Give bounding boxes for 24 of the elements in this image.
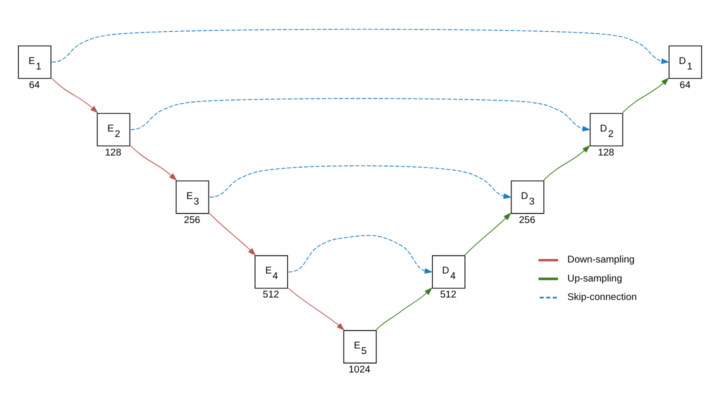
arrow [288, 288, 345, 331]
node-label: 64 [28, 80, 40, 91]
arrow [622, 78, 670, 113]
arrow [543, 145, 590, 180]
arrow [464, 212, 512, 256]
node-label: 256 [519, 214, 536, 226]
arrow [288, 235, 433, 274]
node-label: 1024 [348, 364, 370, 376]
node-label: 128 [598, 147, 614, 158]
arrow [209, 165, 512, 200]
node-label: 128 [105, 147, 122, 158]
arrow [51, 28, 670, 64]
legend-label: Skip-connection [567, 292, 637, 304]
node-label: 64 [680, 80, 691, 91]
arrow [130, 145, 178, 181]
arrow [51, 78, 98, 114]
node-label: 512 [440, 290, 456, 301]
node-label: 256 [184, 214, 200, 226]
legend-label: Down-sampling [567, 254, 635, 266]
arrow [130, 98, 591, 132]
node-label: 512 [262, 290, 280, 301]
arrow [209, 213, 256, 256]
legend-label: Up-sampling [567, 273, 622, 284]
arrow [376, 287, 432, 330]
